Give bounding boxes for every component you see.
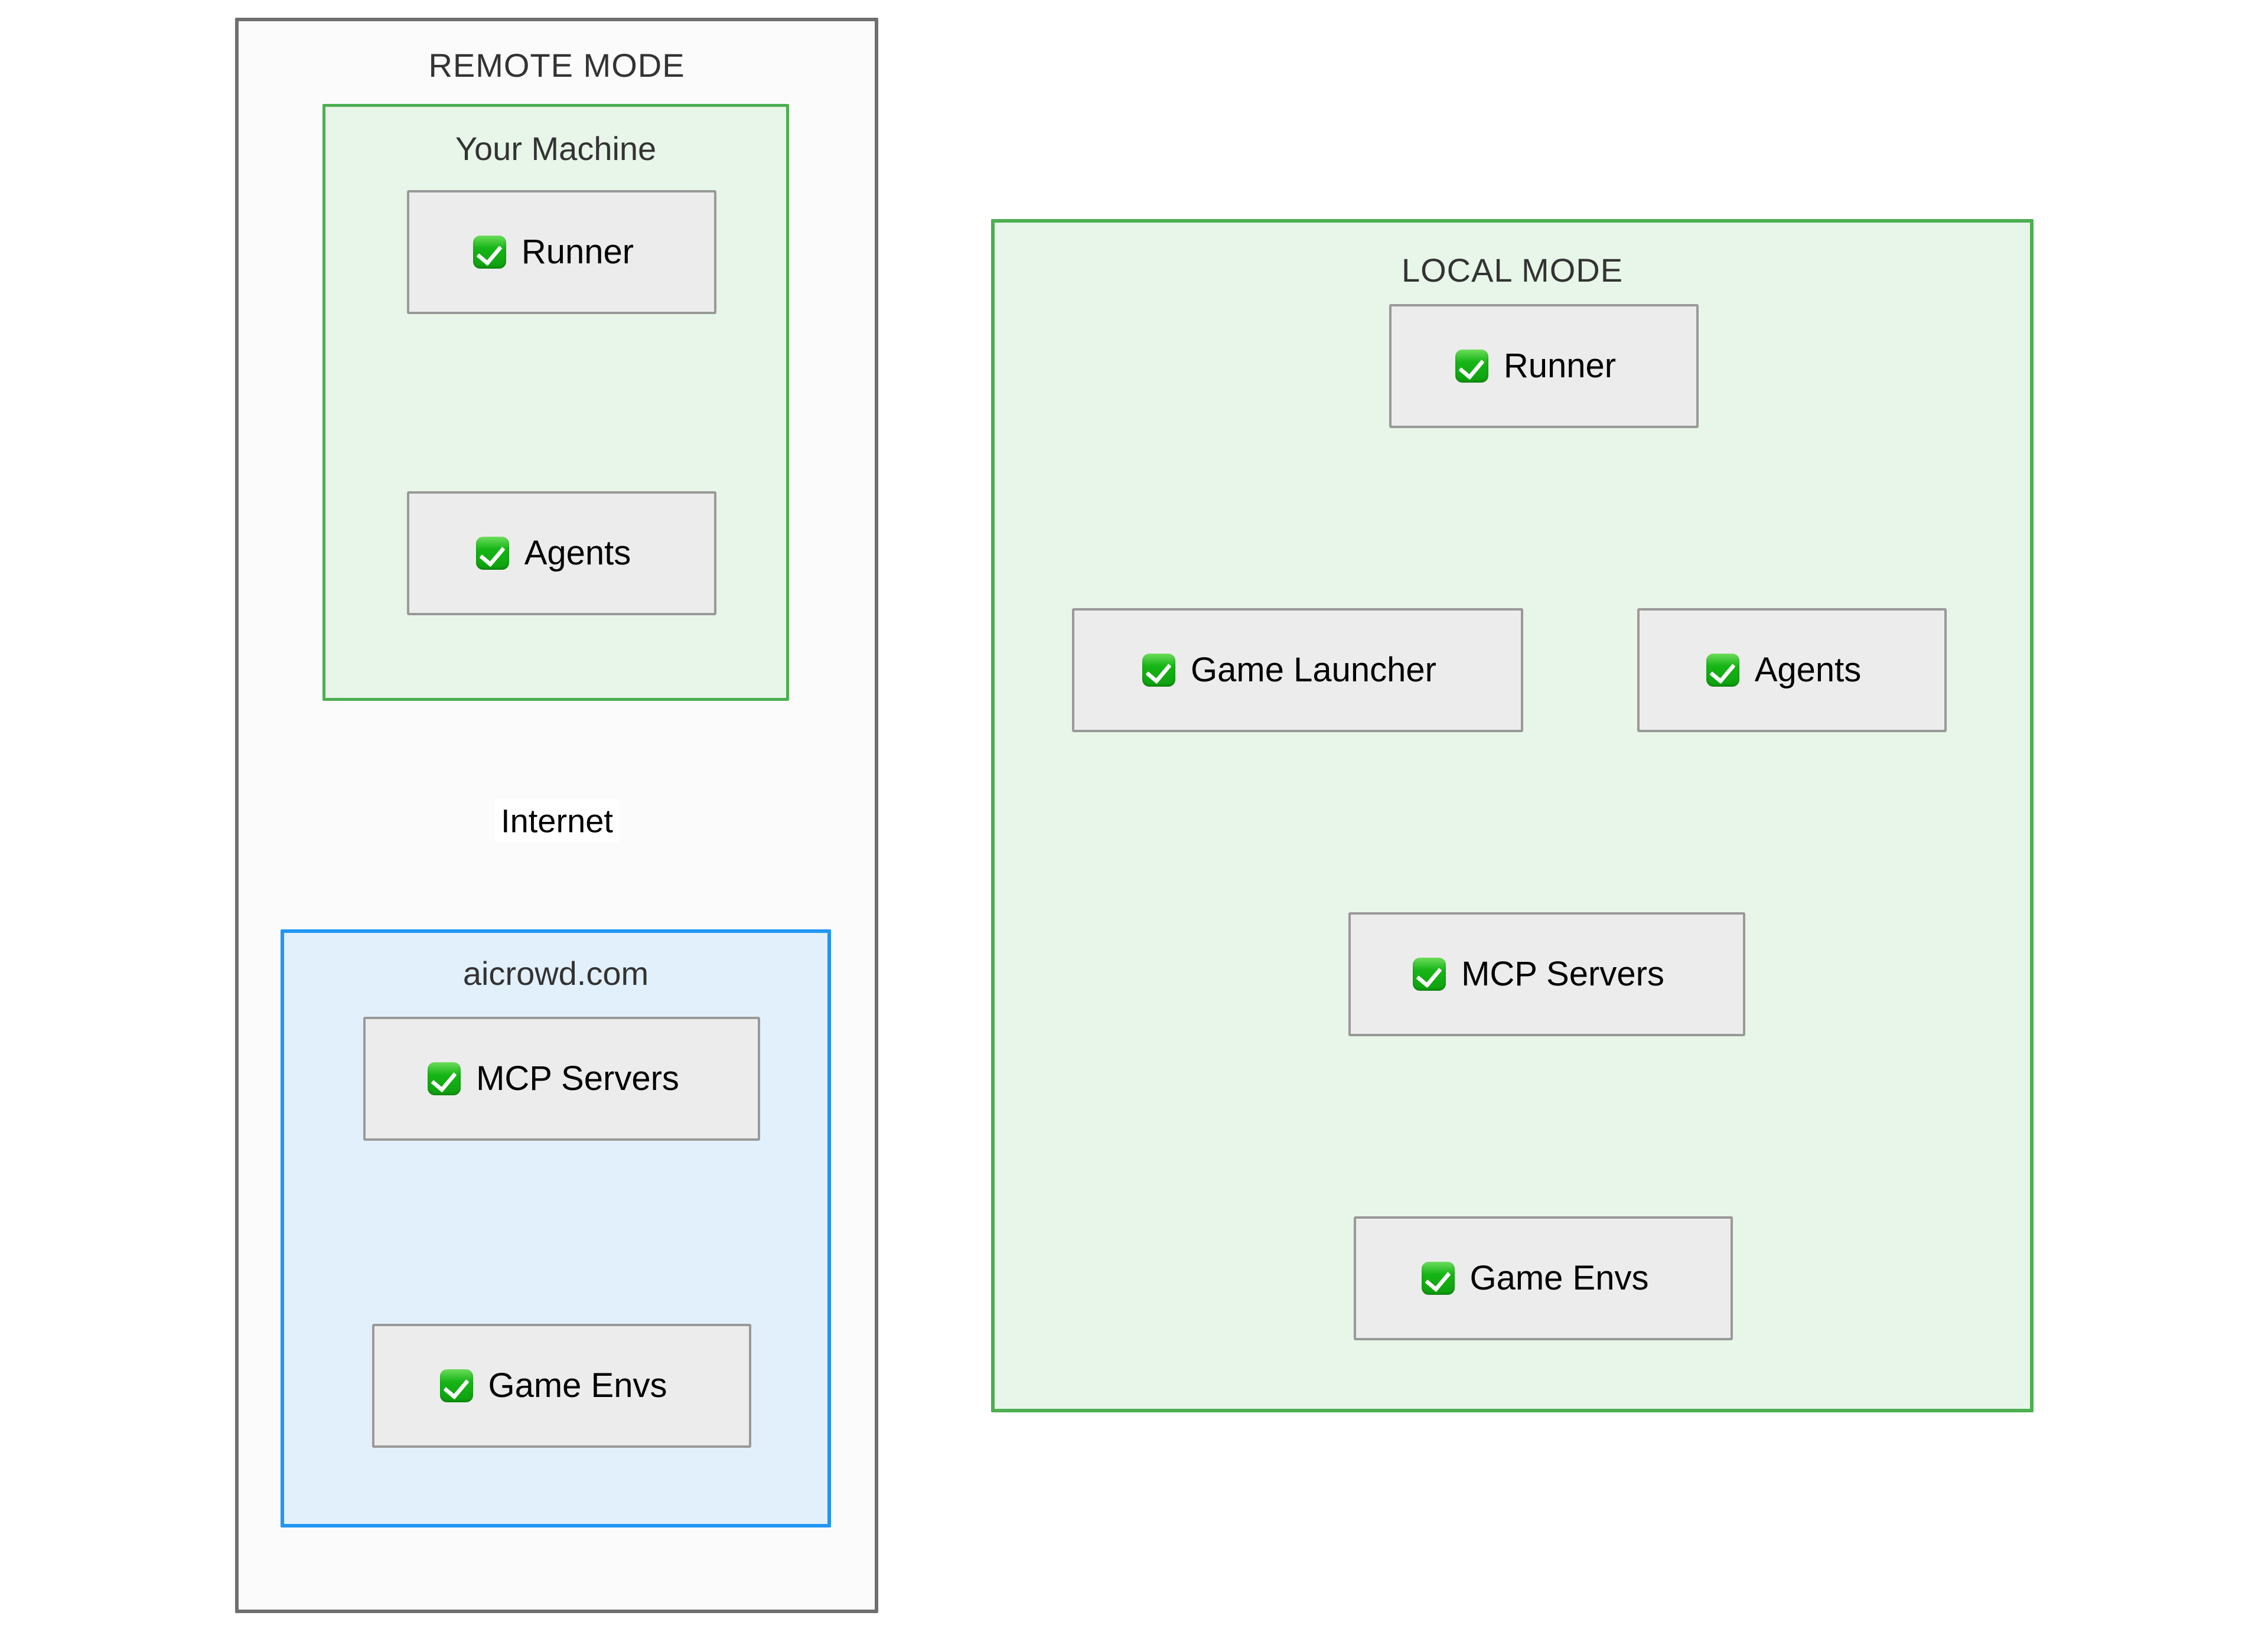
node-local-runner[interactable]: Runner [1389,304,1699,428]
node-remote-agents-label: Agents [524,534,631,572]
check-mark-icon [1142,654,1176,687]
check-mark-icon [428,1062,461,1095]
cluster-aicrowd-title: aicrowd.com [462,955,649,992]
check-mark-icon [1455,350,1488,383]
node-local-game-launcher[interactable]: Game Launcher [1072,608,1523,732]
node-remote-mcp-servers[interactable]: MCP Servers [363,1017,760,1141]
check-mark-icon [475,537,509,570]
node-remote-runner[interactable]: Runner [407,190,716,314]
cluster-local-mode-title: LOCAL MODE [1401,252,1624,289]
check-mark-icon [472,236,506,269]
check-mark-icon [1706,654,1739,687]
node-local-game-envs-label: Game Envs [1469,1259,1649,1297]
node-local-mcp-servers-label: MCP Servers [1461,955,1664,993]
edge-label-internet: Internet [495,799,619,843]
node-local-runner-label: Runner [1503,347,1617,385]
node-local-game-envs[interactable]: Game Envs [1354,1216,1733,1340]
cluster-remote-mode-title: REMOTE MODE [428,47,685,84]
cluster-your-machine-title: Your Machine [455,130,657,167]
node-local-mcp-servers[interactable]: MCP Servers [1348,912,1745,1036]
node-remote-runner-label: Runner [521,233,634,271]
node-remote-game-envs[interactable]: Game Envs [372,1324,751,1448]
node-local-game-launcher-label: Game Launcher [1191,651,1436,689]
check-mark-icon [439,1369,473,1402]
node-local-agents-label: Agents [1754,651,1862,689]
node-remote-game-envs-label: Game Envs [488,1366,667,1405]
check-mark-icon [1413,958,1446,991]
node-remote-mcp-servers-label: MCP Servers [476,1059,679,1098]
node-local-agents[interactable]: Agents [1637,608,1947,732]
node-remote-agents[interactable]: Agents [407,491,716,615]
check-mark-icon [1421,1262,1455,1295]
